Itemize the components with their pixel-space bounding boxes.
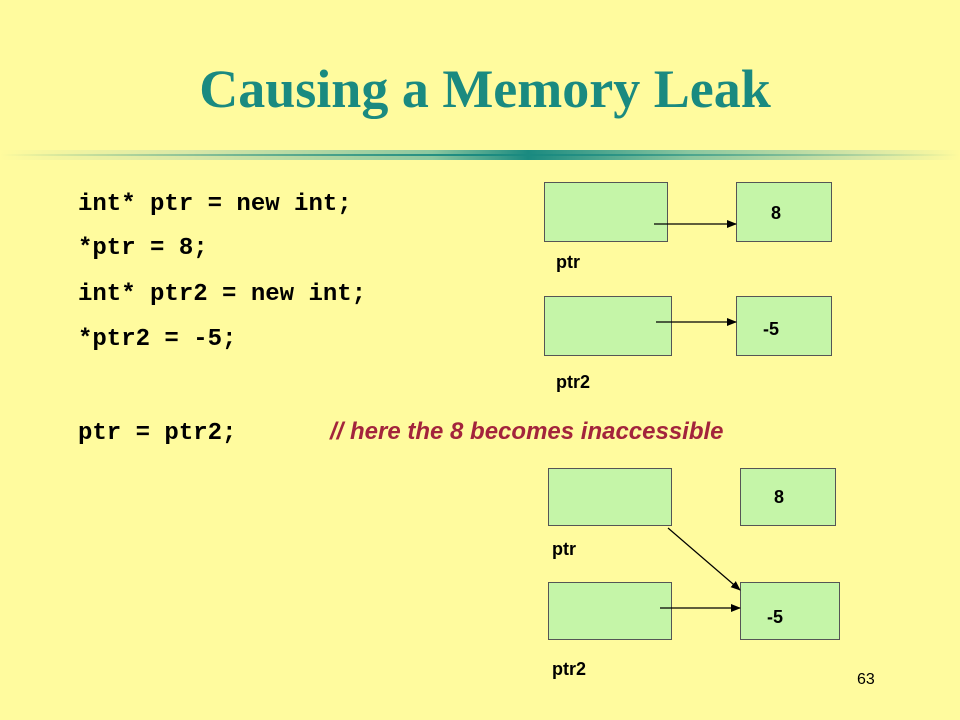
ptr2-pointer-box-after bbox=[548, 582, 672, 640]
code-line-3: int* ptr2 = new int; bbox=[78, 281, 367, 308]
heap-cell-8 bbox=[736, 182, 832, 242]
code-line-1: int* ptr = new int; bbox=[78, 191, 352, 218]
code-line-2: *ptr = 8; bbox=[78, 235, 208, 262]
heap-cell-neg5 bbox=[736, 296, 832, 356]
ptr2-label: ptr2 bbox=[556, 372, 591, 392]
heap-value-8-after: 8 bbox=[774, 487, 785, 507]
ptr2-pointer-box bbox=[544, 296, 672, 356]
page-number: 63 bbox=[857, 671, 875, 688]
ptr-pointer-box bbox=[544, 182, 668, 242]
heap-value-neg5: -5 bbox=[763, 319, 780, 339]
code-line-4: *ptr2 = -5; bbox=[78, 326, 237, 353]
heap-cell-neg5-after bbox=[740, 582, 840, 640]
title-divider-line bbox=[0, 154, 960, 156]
assignment-line: ptr = ptr2; bbox=[78, 420, 237, 447]
ptr-label: ptr bbox=[556, 252, 580, 272]
code-comment: // here the 8 becomes inaccessible bbox=[330, 418, 724, 445]
arrow-ptr-to-neg5-after bbox=[667, 527, 741, 591]
slide-title: Causing a Memory Leak bbox=[199, 59, 771, 119]
heap-value-neg5-after: -5 bbox=[767, 607, 784, 627]
heap-value-8: 8 bbox=[771, 203, 782, 223]
ptr-pointer-box-after bbox=[548, 468, 672, 526]
ptr-label-after: ptr bbox=[552, 539, 576, 559]
ptr2-label-after: ptr2 bbox=[552, 659, 587, 679]
heap-cell-8-after bbox=[740, 468, 836, 526]
